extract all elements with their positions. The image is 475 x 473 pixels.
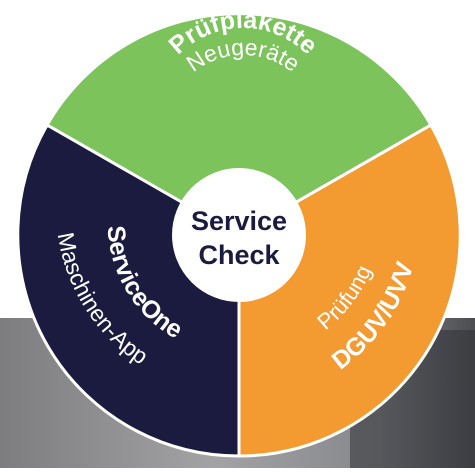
center-label-check: Check (198, 240, 280, 270)
center-circle (172, 168, 306, 302)
center-label-service: Service (191, 206, 287, 236)
